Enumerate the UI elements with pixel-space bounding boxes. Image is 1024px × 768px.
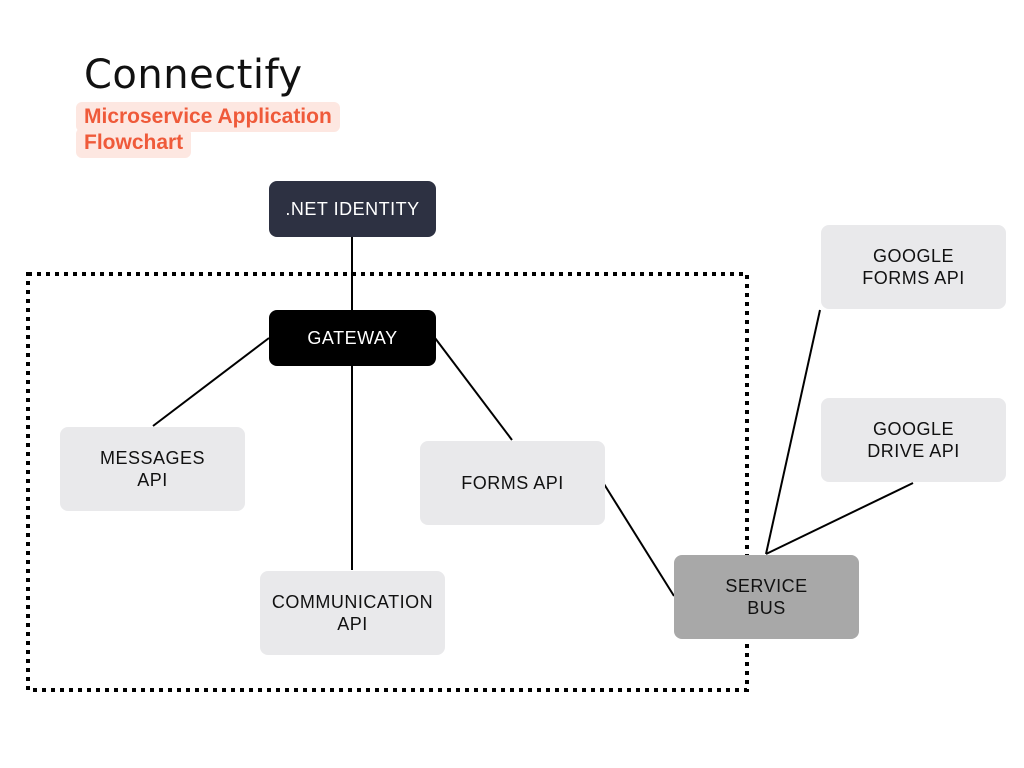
forms-api-node: FORMS API (420, 441, 605, 525)
service-bus-node: SERVICE BUS (674, 555, 859, 639)
gateway-node: GATEWAY (269, 310, 436, 366)
edge-gateway-forms (434, 337, 513, 441)
subtitle-line-2: Flowchart (76, 128, 192, 158)
edge-servicebus-googleforms (765, 309, 821, 555)
microservices-boundary (26, 272, 749, 692)
communication-api-node: COMMUNICATION API (260, 571, 445, 655)
edge-forms-servicebus (603, 483, 675, 597)
subtitle-line-1: Microservice Application (76, 102, 340, 132)
page-title: Connectify (84, 52, 303, 98)
google-forms-api-node: GOOGLE FORMS API (821, 225, 1006, 309)
messages-api-node: MESSAGES API (60, 427, 245, 511)
net-identity-node: .NET IDENTITY (269, 181, 436, 237)
edge-gateway-messages (152, 337, 270, 427)
google-drive-api-node: GOOGLE DRIVE API (821, 398, 1006, 482)
edge-servicebus-googledrive (765, 482, 914, 555)
